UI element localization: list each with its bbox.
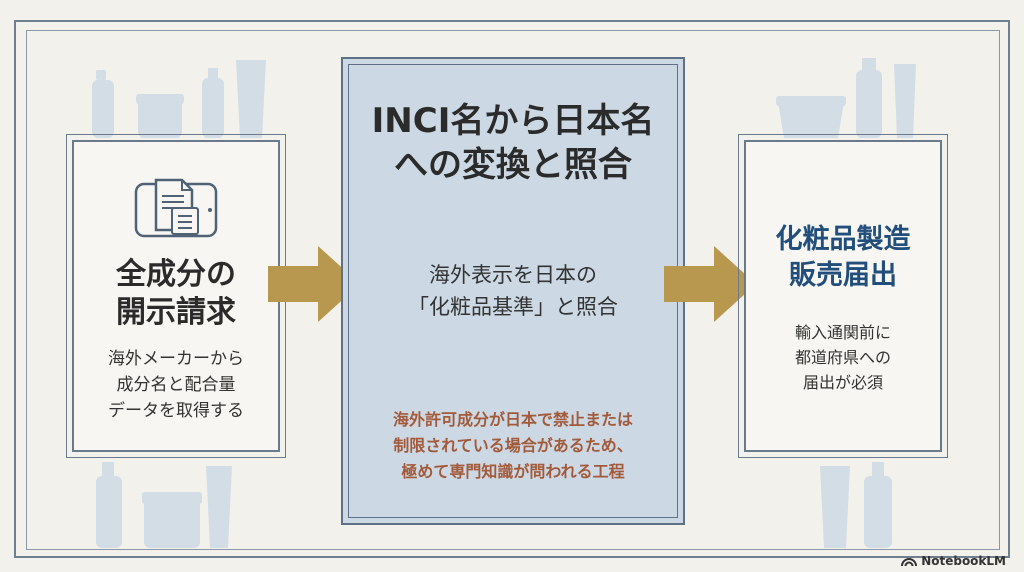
warning-note: 海外許可成分が日本で禁止または 制限されている場合があるため、 極めて専門知識が… <box>343 407 683 485</box>
note-line: 制限されている場合があるため、 <box>393 436 633 455</box>
card-title: 化粧品製造 販売届出 <box>746 222 940 294</box>
cosmetics-decoration-bottom-right <box>812 462 922 548</box>
desc-line: 「化粧品基準」と照合 <box>408 295 618 319</box>
inner-frame <box>26 30 1000 550</box>
card-description: 輸入通関前に 都道府県への 届出が必須 <box>746 320 940 395</box>
desc-line: 届出が必須 <box>802 373 883 392</box>
card-description: 海外表示を日本の 「化粧品基準」と照合 <box>343 259 683 323</box>
title-line: 開示請求 <box>116 295 236 330</box>
card-description: 海外メーカーから 成分名と配合量 データを取得する <box>74 346 278 424</box>
desc-line: 成分名と配合量 <box>116 375 236 395</box>
cosmetics-decoration-bottom-left <box>94 462 254 548</box>
desc-line: 都道府県への <box>794 348 891 367</box>
title-line: への変換と照合 <box>394 145 632 185</box>
notebooklm-watermark: NotebookLM <box>901 554 1006 568</box>
outer-frame <box>14 20 1010 558</box>
title-line: 全成分の <box>116 257 236 292</box>
title-line: 化粧品製造 <box>775 224 911 255</box>
title-line: 販売届出 <box>789 260 897 291</box>
note-line: 海外許可成分が日本で禁止または <box>392 410 633 429</box>
cosmetics-decoration-top-right <box>770 58 930 138</box>
right-arrow-icon <box>268 246 360 326</box>
desc-line: 輸入通関前に <box>794 323 891 342</box>
desc-line: データを取得する <box>108 401 244 421</box>
title-line: INCI名から日本名 <box>371 101 655 141</box>
card-title: 全成分の 開示請求 <box>74 256 278 332</box>
watermark-label: NotebookLM <box>921 554 1006 568</box>
notebooklm-logo-icon <box>901 558 918 567</box>
disclosure-request-card: 全成分の 開示請求 海外メーカーから 成分名と配合量 データを取得する <box>66 134 286 458</box>
right-arrow-icon <box>664 246 756 326</box>
note-line: 極めて専門知識が問われる工程 <box>401 462 625 481</box>
manufacturing-notification-card: 化粧品製造 販売届出 輸入通関前に 都道府県への 届出が必須 <box>738 134 948 458</box>
desc-line: 海外表示を日本の <box>429 263 597 287</box>
inci-conversion-card: INCI名から日本名 への変換と照合 海外表示を日本の 「化粧品基準」と照合 海… <box>341 57 685 525</box>
cosmetics-decoration-top-left <box>88 60 278 138</box>
document-tablet-icon <box>134 178 220 244</box>
card-title: INCI名から日本名 への変換と照合 <box>343 99 683 187</box>
desc-line: 海外メーカーから <box>108 349 244 369</box>
